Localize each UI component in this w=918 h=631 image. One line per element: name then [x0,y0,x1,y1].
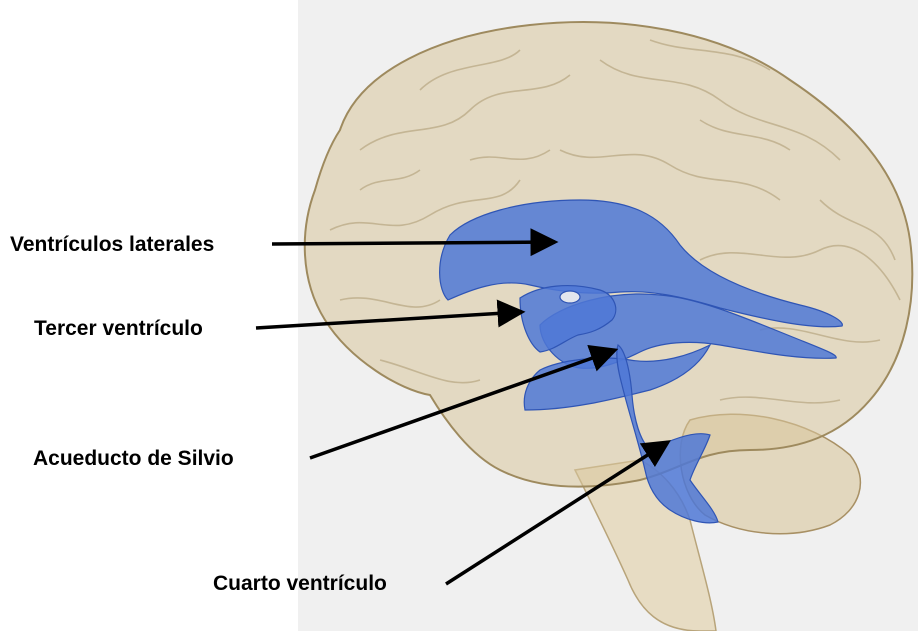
label-fourth-ventricle: Cuarto ventrículo [213,573,387,594]
label-lateral-ventricles: Ventrículos laterales [10,234,214,255]
label-third-ventricle: Tercer ventrículo [34,318,203,339]
arrow-lateral-ventricles [272,242,555,244]
label-aqueduct: Acueducto de Silvio [33,448,234,469]
